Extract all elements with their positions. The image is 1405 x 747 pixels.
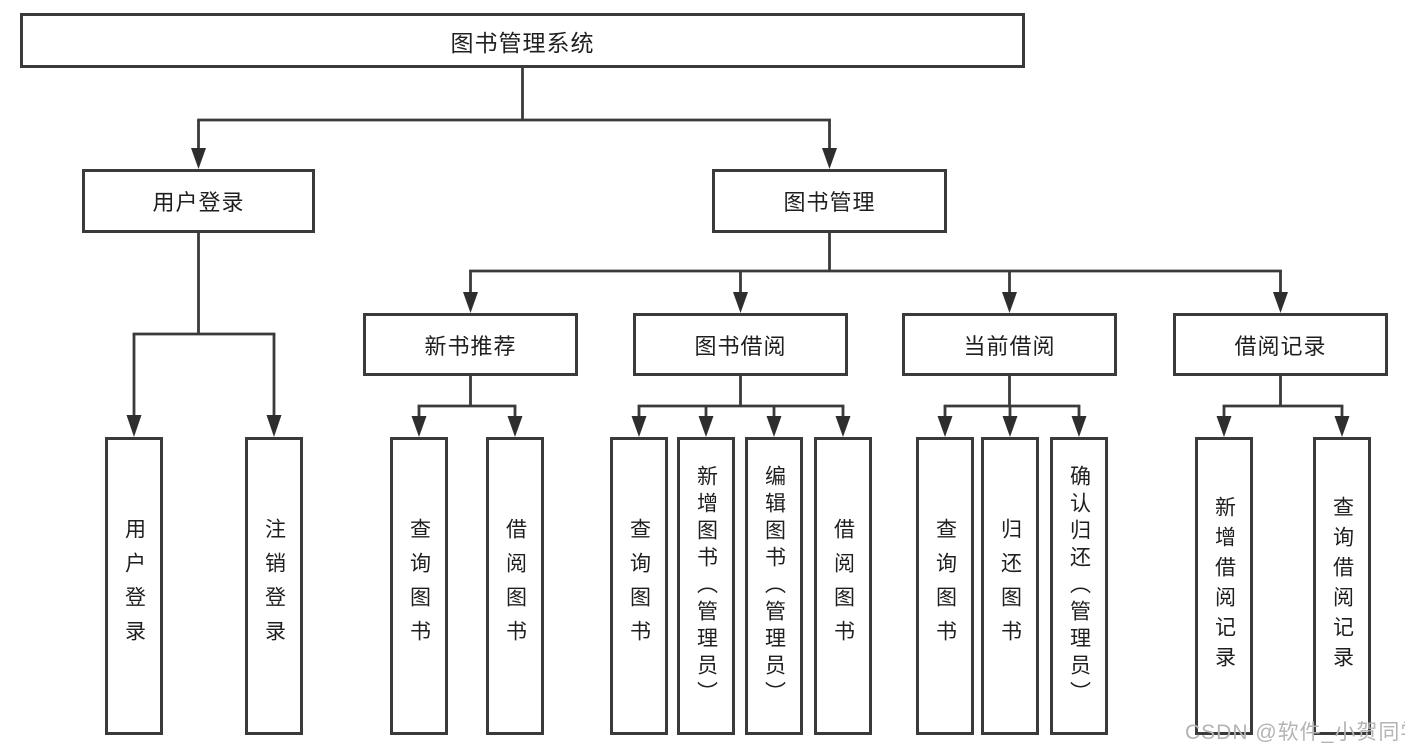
node-label: 借阅图书: [831, 518, 855, 654]
node-leaf-logout: 注销登录: [245, 437, 303, 735]
node-leaf-edit-book-admin: 编辑图书（管理员）: [745, 437, 803, 735]
node-label: 当前借阅: [963, 333, 1056, 359]
node-label: 查询图书: [407, 518, 431, 654]
connector-book-management-children: [463, 233, 1288, 313]
node-book-borrow: 图书借阅: [633, 313, 848, 376]
node-leaf-add-book-admin: 新增图书（管理员）: [677, 437, 735, 735]
node-label: 图书借阅: [694, 333, 787, 359]
node-label: 归还图书: [998, 518, 1022, 654]
node-label: 查询图书: [933, 518, 957, 654]
node-label: 图书管理系统: [450, 29, 595, 56]
node-user-login: 用户登录: [82, 169, 315, 233]
connector-borrow-records-children: [1216, 376, 1350, 437]
node-label: 图书管理: [783, 190, 876, 215]
node-library-management-system: 图书管理系统: [20, 13, 1025, 68]
node-label: 新书推荐: [424, 333, 517, 359]
node-label: 用户登录: [122, 518, 146, 654]
watermark: CSDN @软件_小贺同学: [1185, 721, 1405, 744]
connector-current-borrow-children: [937, 376, 1087, 437]
node-leaf-add-borrow-record: 新增借阅记录: [1195, 437, 1253, 735]
connector-root-to-level1: [191, 68, 837, 169]
connector-new-book-recommend-children: [411, 376, 523, 437]
node-leaf-query-books-borrow: 查询图书: [610, 437, 668, 735]
node-label: 注销登录: [262, 518, 286, 654]
node-leaf-query-books-current: 查询图书: [916, 437, 974, 735]
node-leaf-query-books-recommend: 查询图书: [390, 437, 448, 735]
node-label: 查询图书: [627, 518, 651, 654]
node-label: 新增图书（管理员）: [694, 464, 718, 708]
node-book-management: 图书管理: [712, 169, 947, 233]
node-label: 确认归还（管理员）: [1067, 464, 1091, 708]
node-borrow-records: 借阅记录: [1173, 313, 1388, 376]
node-leaf-query-borrow-record: 查询借阅记录: [1313, 437, 1371, 735]
node-label: 新增借阅记录: [1212, 496, 1236, 676]
node-label: 借阅图书: [503, 518, 527, 654]
node-leaf-confirm-return-admin: 确认归还（管理员）: [1050, 437, 1108, 735]
connector-user-login-children: [126, 233, 282, 437]
node-leaf-borrow-books-recommend: 借阅图书: [486, 437, 544, 735]
node-new-book-recommend: 新书推荐: [363, 313, 578, 376]
connector-book-borrow-children: [631, 376, 851, 437]
node-label: 查询借阅记录: [1330, 496, 1354, 676]
node-leaf-borrow-books: 借阅图书: [814, 437, 872, 735]
node-leaf-return-books: 归还图书: [981, 437, 1039, 735]
node-label: 借阅记录: [1234, 333, 1327, 359]
node-leaf-user-login: 用户登录: [105, 437, 163, 735]
node-label: 用户登录: [152, 190, 245, 215]
node-current-borrow: 当前借阅: [902, 313, 1117, 376]
node-label: 编辑图书（管理员）: [762, 464, 786, 708]
